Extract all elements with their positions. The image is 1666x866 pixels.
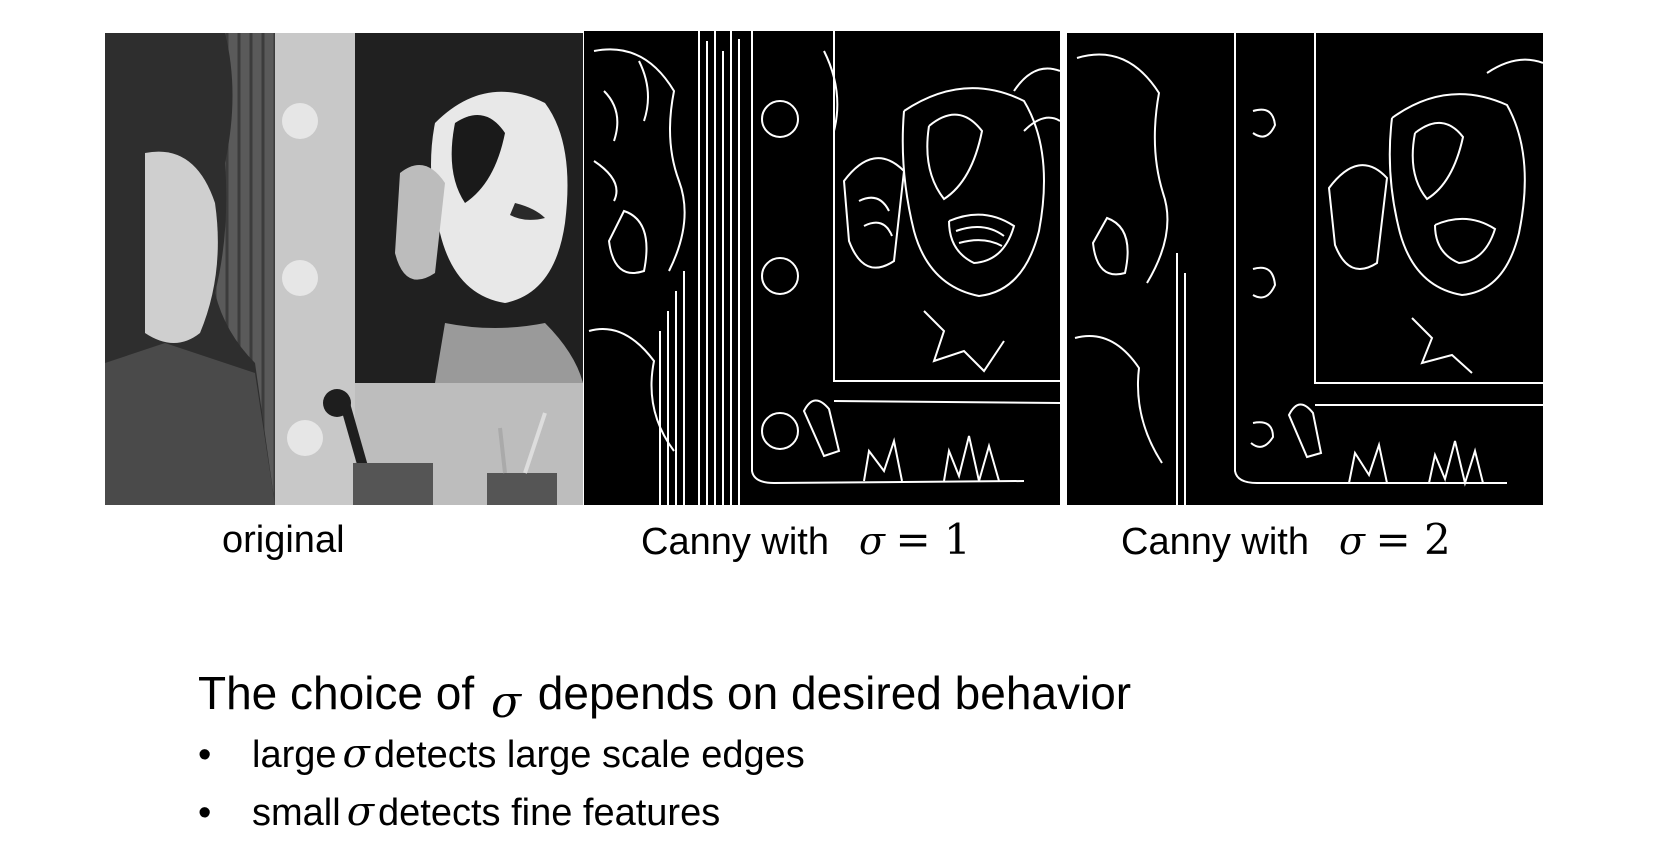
bullet-after: detects large scale edges xyxy=(373,734,805,776)
original-image xyxy=(105,33,583,505)
original-photo-svg xyxy=(105,33,583,505)
caption-canny1-sigma: σ xyxy=(858,519,885,563)
caption-original: original xyxy=(222,518,345,562)
bullet-sigma: σ xyxy=(342,731,370,777)
heading-after: depends on desired behavior xyxy=(537,667,1132,719)
canny-sigma-2-svg xyxy=(1074,33,1543,505)
caption-canny-sigma-1: Canny with σ = 1 xyxy=(641,518,971,564)
canny-sigma-1-svg xyxy=(588,31,1060,505)
bullet-marker: • xyxy=(198,792,212,834)
canny-sigma-2-image xyxy=(1067,33,1543,505)
caption-canny-sigma-2: Canny with σ = 2 xyxy=(1121,518,1451,564)
heading-sigma: σ xyxy=(490,677,521,728)
caption-canny1-text: Canny with xyxy=(641,521,829,563)
heading-before: The choice of xyxy=(198,667,475,719)
bullet-marker: • xyxy=(198,734,212,776)
caption-canny2-value: = 2 xyxy=(1375,515,1451,564)
caption-canny2-sigma: σ xyxy=(1338,519,1365,563)
caption-canny1-value: = 1 xyxy=(895,515,971,564)
bullet-before: large xyxy=(252,734,337,776)
caption-canny2-text: Canny with xyxy=(1121,521,1309,563)
bullet-after: detects fine features xyxy=(378,792,721,834)
caption-original-text: original xyxy=(222,519,345,561)
canny-sigma-1-image xyxy=(584,31,1060,505)
bullet-sigma: σ xyxy=(346,789,374,835)
bullet-before: small xyxy=(252,792,341,834)
slide-heading: The choice of σ depends on desired behav… xyxy=(198,666,1132,728)
